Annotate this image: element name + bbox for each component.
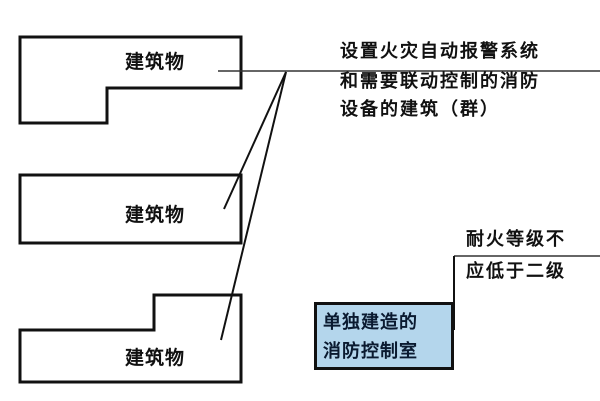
building-2-outline (18, 173, 243, 245)
building-1-outline (18, 35, 243, 125)
building-label-2: 建筑物 (125, 204, 186, 226)
control-room-box: 单独建造的 消防控制室 (314, 302, 454, 370)
annotation-right-line-2: 应低于二级 (466, 261, 566, 282)
building-label-1: 建筑物 (125, 51, 186, 73)
control-room-line-2: 消防控制室 (323, 341, 418, 362)
annotation-top: 设置火灾自动报警系统 和需要联动控制的消防 设备的建筑（群） (340, 38, 540, 124)
building-label-3: 建筑物 (125, 347, 186, 369)
building-3-outline (18, 293, 243, 384)
control-room-line-1: 单独建造的 (323, 312, 418, 333)
annotation-top-line-2: 和需要联动控制的消防 (340, 71, 540, 92)
annotation-top-line-3: 设备的建筑（群） (340, 99, 500, 120)
annotation-right-line-1: 耐火等级不 (466, 229, 566, 250)
annotation-right: 耐火等级不 应低于二级 (466, 226, 566, 286)
annotation-top-line-1: 设置火灾自动报警系统 (340, 41, 540, 62)
